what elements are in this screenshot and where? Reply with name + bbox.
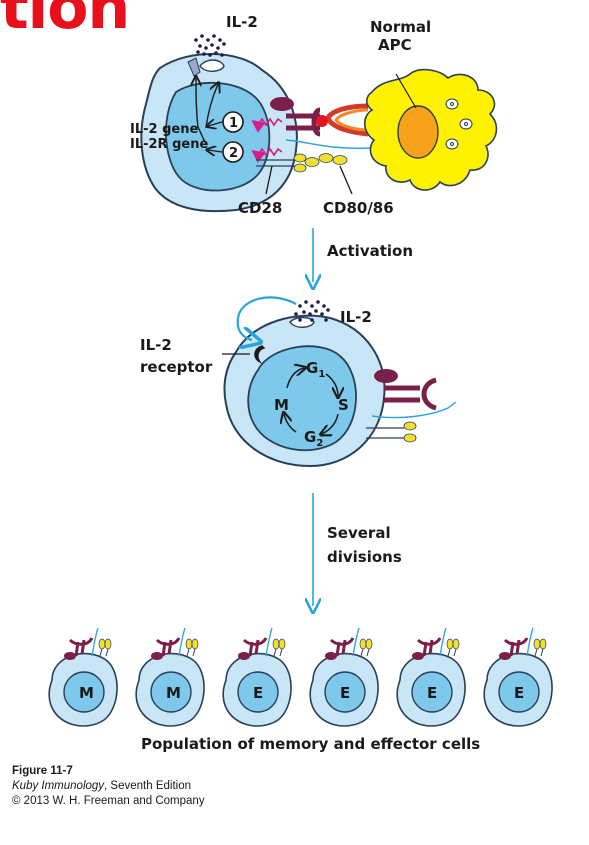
book-line: Kuby Immunology, Seventh Edition xyxy=(12,779,205,794)
effector-cell: E xyxy=(396,627,466,727)
cell-type-label: E xyxy=(514,684,524,702)
memory-cell: M xyxy=(48,627,118,727)
cell-receptor xyxy=(155,637,181,657)
tcr-complex-mid xyxy=(374,369,437,411)
cycle-m: M xyxy=(274,396,289,414)
il2-secretion-vesicle xyxy=(187,57,225,77)
effector-cell: E xyxy=(309,627,379,727)
mhc-peptide xyxy=(316,103,369,137)
cell-nucleus xyxy=(411,671,453,713)
cell-type-label: M xyxy=(79,684,94,702)
cell-type-label: E xyxy=(253,684,263,702)
apc-vesicles xyxy=(445,98,473,150)
cell-nucleus xyxy=(237,671,279,713)
step-1-marker: 1 xyxy=(222,111,244,133)
activation-label: Activation xyxy=(327,242,413,260)
cell-type-label: E xyxy=(340,684,350,702)
cell-receptor xyxy=(416,637,442,657)
cell-receptor xyxy=(503,637,529,657)
il2-receptor-label-b: receptor xyxy=(140,358,213,376)
cell-nucleus xyxy=(498,671,540,713)
cell-receptor xyxy=(68,637,94,657)
cycle-s: S xyxy=(338,396,349,414)
book-title: Kuby Immunology xyxy=(12,780,105,792)
memory-cell: M xyxy=(135,627,205,727)
t-cell-middle xyxy=(223,314,386,468)
il2-particles-mid xyxy=(294,300,330,322)
il2-label-top: IL-2 xyxy=(226,13,258,31)
cycle-g1: G1 xyxy=(306,359,325,380)
cell-nucleus xyxy=(150,671,192,713)
cd80-label: CD80/86 xyxy=(323,199,394,217)
cell-nucleus xyxy=(324,671,366,713)
cd28-label: CD28 xyxy=(238,199,282,217)
cell-receptor xyxy=(329,637,355,657)
copyright-line: © 2013 W. H. Freeman and Company xyxy=(12,795,205,807)
il2-particles-top xyxy=(194,34,226,57)
il2-label-mid: IL-2 xyxy=(340,308,372,326)
step-2-arrow xyxy=(208,150,223,152)
autocrine-loop-arrow xyxy=(236,296,297,340)
signal-squiggle-1 xyxy=(251,117,283,133)
cell-nucleus xyxy=(63,671,105,713)
t-cell-top xyxy=(140,52,298,213)
effector-cell: E xyxy=(222,627,292,727)
cd28-cd80-pair xyxy=(256,153,353,195)
il2r-gene-label: IL-2R gene xyxy=(130,137,208,152)
step-2-label: 2 xyxy=(229,146,238,161)
cd28-mid xyxy=(366,421,417,443)
cell-type-label: E xyxy=(427,684,437,702)
step-1-arrow xyxy=(208,122,223,126)
tcr-complex xyxy=(270,97,321,137)
membrane-line-top xyxy=(285,139,371,150)
figure-caption: Figure 11-7 Kuby Immunology, Seventh Edi… xyxy=(12,765,205,809)
cell-receptor xyxy=(242,637,268,657)
cell-cycle: G1 S M G2 xyxy=(274,359,349,449)
several-label: Several xyxy=(327,524,391,542)
title-fragment: tion xyxy=(0,0,130,43)
figure-number: Figure 11-7 xyxy=(12,765,73,777)
il2-vesicle-middle xyxy=(289,316,315,328)
signal-squiggle-2 xyxy=(251,147,283,163)
normal-label: Normal xyxy=(370,18,431,36)
population-label: Population of memory and effector cells xyxy=(141,735,480,753)
effector-cell: E xyxy=(483,627,553,727)
cell-type-label: M xyxy=(166,684,181,702)
divisions-label: divisions xyxy=(327,548,402,566)
membrane-line-mid xyxy=(371,401,457,419)
apc-cell xyxy=(363,68,498,191)
apc-label: APC xyxy=(378,36,412,54)
il2-gene-label: IL-2 gene xyxy=(130,122,198,137)
book-edition: , Seventh Edition xyxy=(104,780,191,792)
step-1-label: 1 xyxy=(229,116,238,131)
il2-receptor-crescent xyxy=(254,345,266,364)
il2-receptor-label-a: IL-2 xyxy=(140,336,172,354)
step-2-marker: 2 xyxy=(222,141,244,163)
apc-nucleus xyxy=(397,105,439,159)
cycle-g2: G2 xyxy=(304,428,323,449)
